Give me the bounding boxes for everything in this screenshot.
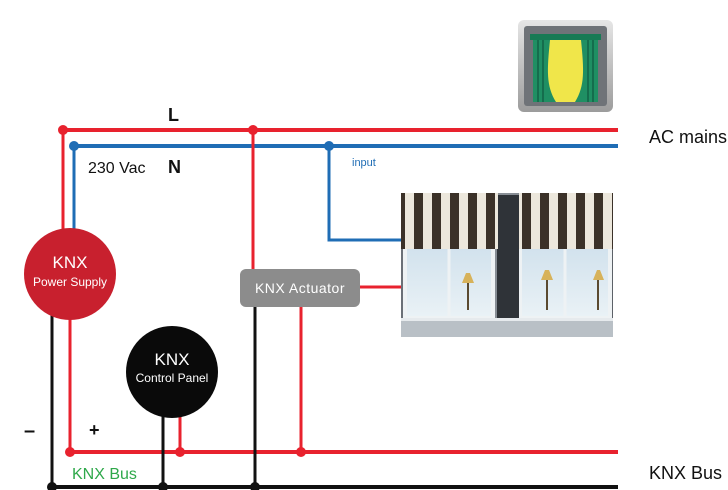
minus-label: –	[24, 420, 35, 442]
power-supply-subtitle: Power Supply	[33, 275, 107, 289]
control-panel-subtitle: Control Panel	[136, 371, 209, 385]
control-panel-title: KNX	[155, 350, 190, 369]
knx-power-supply: KNX Power Supply	[24, 228, 116, 320]
junction-dots	[47, 125, 334, 490]
ac-mains-label: AC mains	[649, 127, 727, 147]
knx-control-panel: KNX Control Panel	[126, 326, 218, 418]
knx-actuator: KNX Actuator	[240, 269, 360, 307]
window-blinds-photo	[401, 193, 613, 337]
actuator-label: KNX Actuator	[255, 280, 345, 296]
voltage-label: 230 Vac	[88, 160, 146, 177]
neutral-label: N	[168, 157, 181, 177]
power-supply-title: KNX	[53, 253, 88, 272]
knx-bus-label-left: KNX Bus	[72, 466, 137, 483]
input-label: input	[352, 157, 376, 169]
curtain-icon	[518, 20, 613, 112]
plus-label: +	[89, 420, 100, 440]
knx-bus-label-right: KNX Bus	[649, 463, 722, 483]
neutral-input-wire	[327, 146, 402, 242]
live-label: L	[168, 105, 179, 125]
